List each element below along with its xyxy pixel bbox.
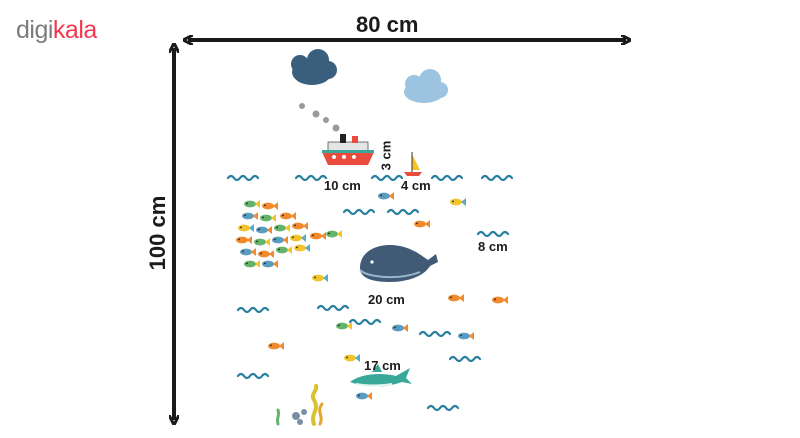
logo-part-kala: kala [52,16,97,44]
shark-size-label: 17 cm [364,358,401,373]
shells-icon [292,409,307,425]
whale-icon [359,244,438,282]
cloud-light-icon [404,69,448,103]
width-label: 80 cm [356,12,419,37]
fish-school [236,200,342,268]
smoke-puffs-icon [299,103,340,132]
ship-icon [322,134,374,165]
ship-height-label: 3 cm [378,140,394,171]
whale-size-label: 20 cm [368,292,405,307]
sailboat-size-label: 4 cm [401,178,431,193]
shark-icon [350,364,412,387]
cloud-dark-icon [291,49,337,85]
sailboat-icon [404,152,422,176]
logo-part-digi: digi [16,16,53,44]
digikala-logo: digikala [16,16,97,45]
height-label: 100 cm [145,195,170,271]
wave-size-label: 8 cm [478,239,508,254]
seaweed-icon [275,384,324,426]
ship-width-label: 10 cm [324,178,361,193]
